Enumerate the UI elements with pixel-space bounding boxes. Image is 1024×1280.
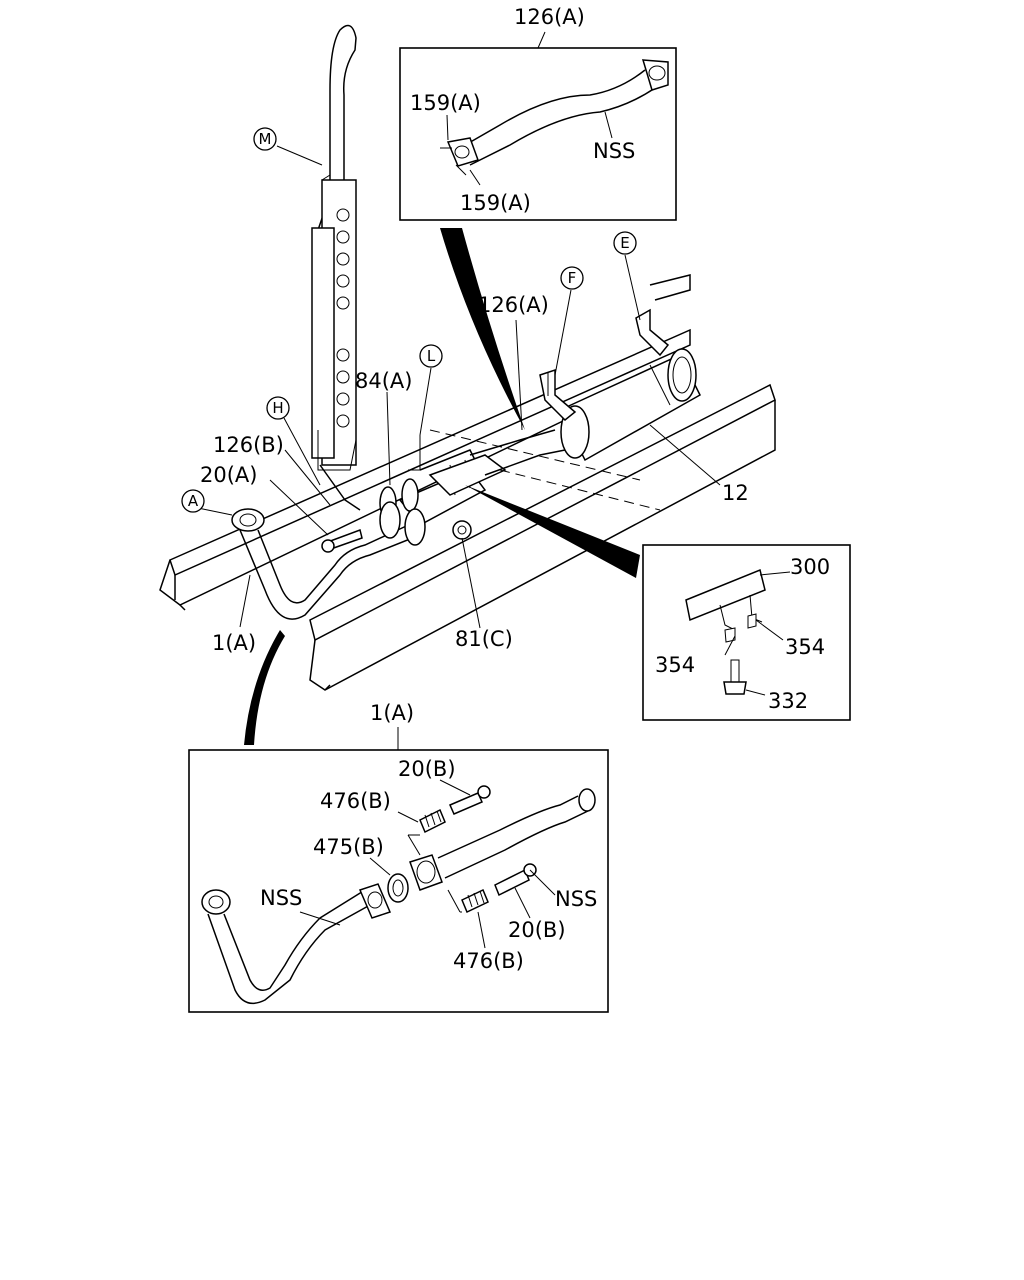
callout-H: H [266,396,290,420]
label-20b-bottom: 20(B) [508,918,566,942]
front-pipe-main [231,508,421,620]
callout-E: E [613,231,637,255]
bolt-332-detail [723,659,766,696]
pipe-126a-detail [440,59,669,176]
label-top-box-nss: NSS [593,139,635,163]
callout-A-text: A [188,492,199,510]
label-12-main: 12 [722,481,749,505]
label-top-box-bolt-1: 159(A) [410,91,481,115]
intermediate-pipe-detail [409,788,596,891]
label-81c-main: 81(C) [455,627,513,651]
clamp-354-detail [719,594,784,656]
spring-476b-bottom-detail [447,888,489,914]
nut-81c-main [452,520,472,540]
label-84a-main: 84(A) [355,369,412,393]
spring-476b-top-detail [407,808,446,856]
frame-rail-lower [309,383,776,691]
detail-box-top [399,47,677,221]
label-nss-right: NSS [555,887,597,911]
label-20b-top: 20(B) [398,757,456,781]
callout-L-text: L [427,347,436,365]
label-1a-main: 1(A) [212,631,256,655]
detail-box-right [642,544,851,721]
label-354-right: 354 [785,635,825,659]
bolt-20b-top-detail [449,785,491,815]
pointer-right-box [465,485,640,578]
intermediate-pipe [469,429,566,476]
dashed-centerline [429,429,661,511]
pointer-top-box [440,228,525,430]
callout-M-text: M [259,130,272,148]
label-476b-top: 476(B) [320,789,391,813]
label-300: 300 [790,555,830,579]
gasket-475b-detail [387,873,409,903]
label-nss-left: NSS [260,886,302,910]
label-bottom-box-title: 1(A) [370,701,414,725]
callout-F-text: F [568,269,577,287]
label-126b-main: 126(B) [213,433,284,457]
heat-shield-300-detail [685,568,791,622]
hanger-bracket-F [539,368,577,422]
callout-A: A [181,489,205,513]
callout-F: F [560,266,584,290]
callout-E-text: E [620,234,629,252]
tail-pipe-bracket [311,174,361,511]
front-pipe-1a-detail [201,883,392,1005]
callout-M: M [253,127,277,151]
pointer-bottom-box [244,630,285,745]
label-332: 332 [768,689,808,713]
heat-shield-300 [428,454,507,496]
bolt-20a-main [321,529,363,553]
label-126a-main: 126(A) [478,293,549,317]
callout-H-text: H [272,399,283,417]
label-top-box-title: 126(A) [514,5,585,29]
label-20a-main: 20(A) [200,463,257,487]
hanger-bracket-E [635,308,670,357]
label-475b: 475(B) [313,835,384,859]
callout-L: L [419,344,443,368]
label-476b-bottom: 476(B) [453,949,524,973]
label-354-left: 354 [655,653,695,677]
label-top-box-bolt-2: 159(A) [460,191,531,215]
leader-lines [197,145,721,629]
muffler-12 [558,348,701,462]
